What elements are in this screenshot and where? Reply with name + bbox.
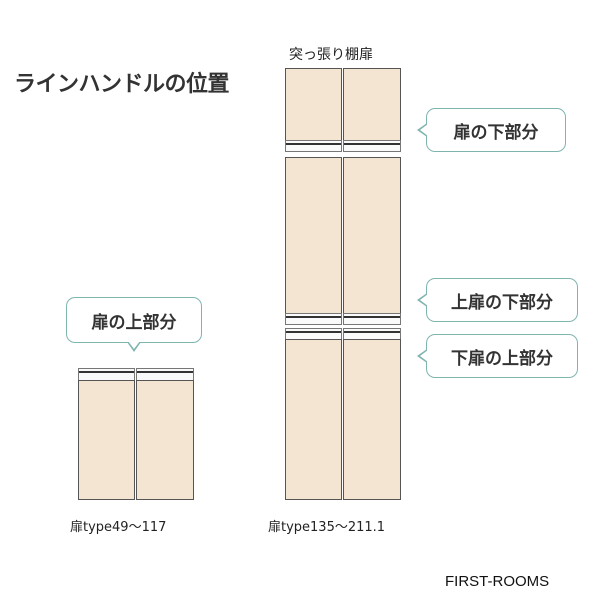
upper-right-door <box>343 157 401 314</box>
callout-lower-door-top: 下扉の上部分 <box>417 334 578 378</box>
top-shelf-right-handle <box>343 140 401 152</box>
left-cabinet-caption: 扉type49〜117 <box>70 520 167 535</box>
callout-upper-door-bottom: 上扉の下部分 <box>417 278 578 322</box>
right-cabinet-caption: 扉type135〜211.1 <box>268 520 386 535</box>
lower-right-door <box>343 339 401 500</box>
top-shelf-left-handle <box>285 140 342 152</box>
left-cabinet-right-door <box>136 380 194 500</box>
diagram-title: ラインハンドルの位置 <box>14 72 230 97</box>
left-cabinet-left-door <box>78 380 135 500</box>
upper-right-handle <box>343 313 401 325</box>
lower-left-door <box>285 339 342 500</box>
top-shelf-caption: 突っ張り棚扉 <box>289 47 373 63</box>
top-shelf-left-door <box>285 68 342 141</box>
upper-left-handle <box>285 313 342 325</box>
upper-left-door <box>285 157 342 314</box>
top-shelf-right-door <box>343 68 401 141</box>
brand-label: FIRST-ROOMS <box>445 573 550 590</box>
left-cabinet <box>78 368 194 500</box>
callout-door-bottom: 扉の下部分 <box>417 108 566 152</box>
callout-door-top: 扉の上部分 <box>66 297 202 352</box>
right-cabinet <box>285 68 401 500</box>
